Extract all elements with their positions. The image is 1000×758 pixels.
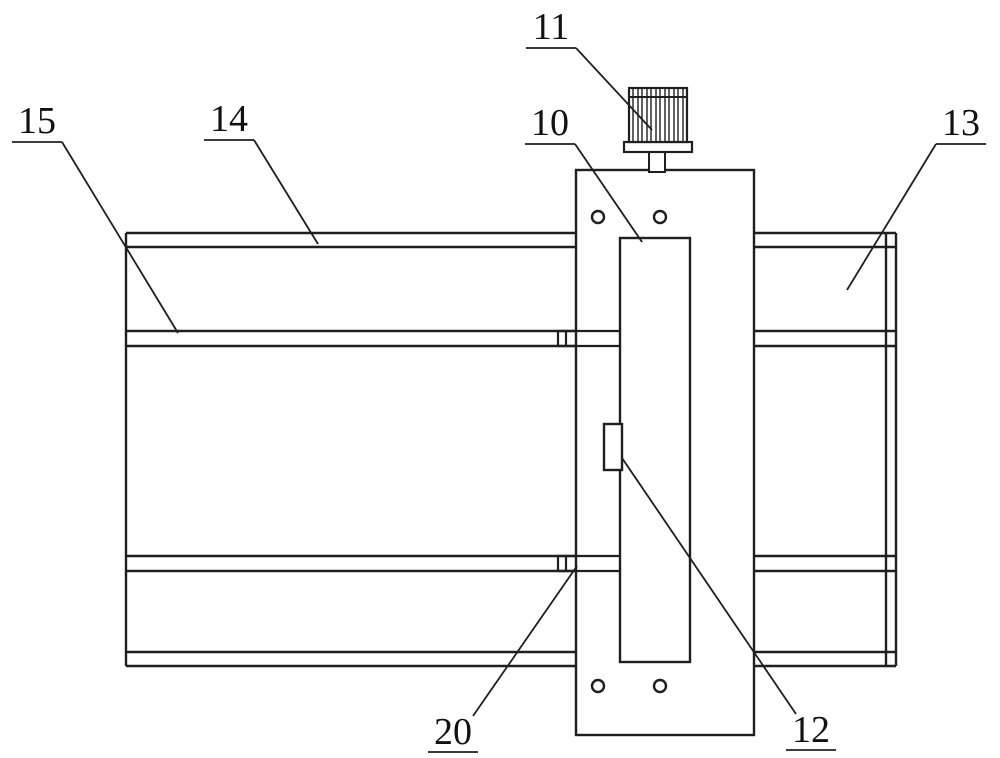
label-part-20: 20 xyxy=(434,711,472,753)
leader-15 xyxy=(61,141,179,334)
leader-13 xyxy=(846,143,937,291)
leader-14 xyxy=(253,139,319,245)
label-part-11: 11 xyxy=(533,6,570,48)
slider-block xyxy=(618,236,692,664)
leader-10 xyxy=(574,143,643,243)
label-part-10: 10 xyxy=(531,102,569,144)
rail-right xyxy=(752,231,898,668)
leader-20 xyxy=(472,565,578,717)
sensor-block xyxy=(602,422,624,472)
mounting-hole-top-right xyxy=(652,209,668,225)
part-labels: 15 14 10 11 13 20 12 xyxy=(18,6,980,753)
leader-lines xyxy=(12,47,986,753)
motor-shaft xyxy=(648,149,666,173)
carriage-assembly xyxy=(556,168,756,737)
clamp-lower xyxy=(556,554,620,573)
leader-12 xyxy=(621,457,797,715)
label-part-13: 13 xyxy=(942,102,980,144)
motor-assembly xyxy=(622,86,694,173)
clamp-upper xyxy=(556,329,620,348)
label-part-14: 14 xyxy=(210,98,248,140)
motor-base-flange xyxy=(622,140,694,154)
leader-11 xyxy=(575,47,653,131)
mounting-hole-bottom-left xyxy=(590,678,606,694)
rail-left xyxy=(124,231,578,668)
label-part-15: 15 xyxy=(18,100,56,142)
rail-assembly xyxy=(124,231,898,668)
label-part-12: 12 xyxy=(792,709,830,751)
mounting-hole-top-left xyxy=(590,209,606,225)
mounting-hole-bottom-right xyxy=(652,678,668,694)
